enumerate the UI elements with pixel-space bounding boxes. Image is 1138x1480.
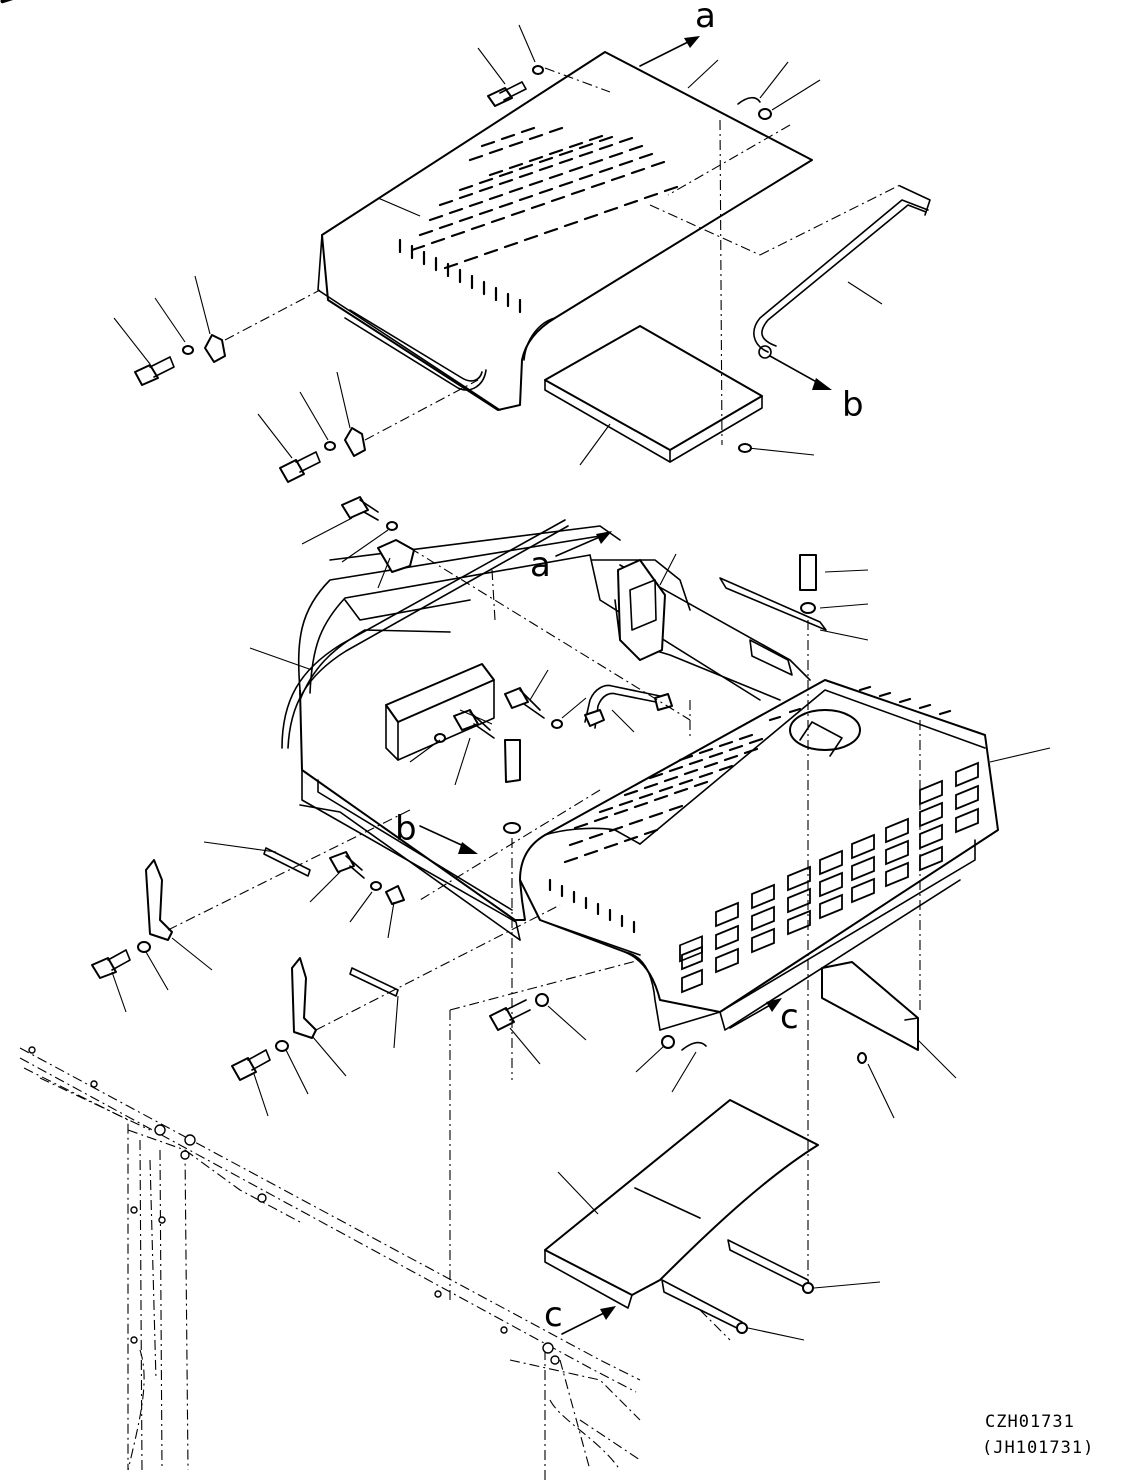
latch-2 — [231, 957, 317, 1081]
label-a-top: a — [695, 0, 716, 36]
top-centerlines — [224, 67, 901, 446]
insulation-pad — [544, 325, 763, 463]
grab-handle — [584, 684, 673, 729]
label-c-bottom: c — [544, 1295, 563, 1335]
side-hood-grille-openings — [681, 761, 979, 994]
side-bolt-1 — [134, 334, 226, 386]
under-cover[interactable] — [544, 1099, 819, 1309]
mid-centerlines — [167, 547, 921, 1341]
side-hood-top-slots — [548, 685, 952, 934]
side-hood-grille — [679, 935, 703, 963]
arrow-c-bottom — [561, 1306, 616, 1335]
hinge-bracket — [617, 559, 666, 661]
label-c-right: c — [780, 997, 799, 1037]
label-a-mid: a — [530, 545, 551, 585]
label-b-mid: b — [395, 809, 417, 849]
hood-slot-grid — [398, 126, 679, 314]
drawing-code: CZH01731 — [985, 1412, 1075, 1432]
hood-vent-slots — [0, 0, 15, 4]
machine-frame-outline — [19, 1047, 641, 1480]
arrow-c-right — [729, 998, 782, 1029]
trim-strips — [263, 847, 399, 997]
top-grommet — [738, 443, 752, 453]
latch-1 — [91, 859, 173, 979]
hood-handle — [344, 309, 487, 391]
mid-bolts — [329, 496, 867, 1064]
main-side-hood[interactable] — [519, 679, 999, 1031]
top-leader-lines — [113, 24, 883, 466]
side-bolt-2 — [279, 427, 366, 483]
arrow-b-mid — [419, 825, 478, 854]
top-engine-hood[interactable] — [0, 0, 813, 411]
frame-assembly — [297, 525, 827, 941]
side-insulation-pad — [821, 961, 919, 1051]
arrow-b-top — [769, 355, 832, 390]
frame-bolts — [28, 1046, 560, 1365]
drawing-sub-code: (JH101731) — [982, 1438, 1095, 1458]
mid-leader-lines — [111, 517, 1051, 1341]
arrow-a-mid — [555, 531, 612, 557]
label-b-top: b — [842, 385, 864, 425]
stay-rod — [753, 185, 931, 359]
wire-pin-top — [737, 96, 772, 120]
inner-baffle — [385, 663, 495, 761]
seal-strip — [281, 519, 569, 749]
cover-bracket-strips — [661, 1239, 814, 1334]
arrow-a-top — [639, 36, 700, 67]
top-bolt-1 — [487, 65, 544, 107]
